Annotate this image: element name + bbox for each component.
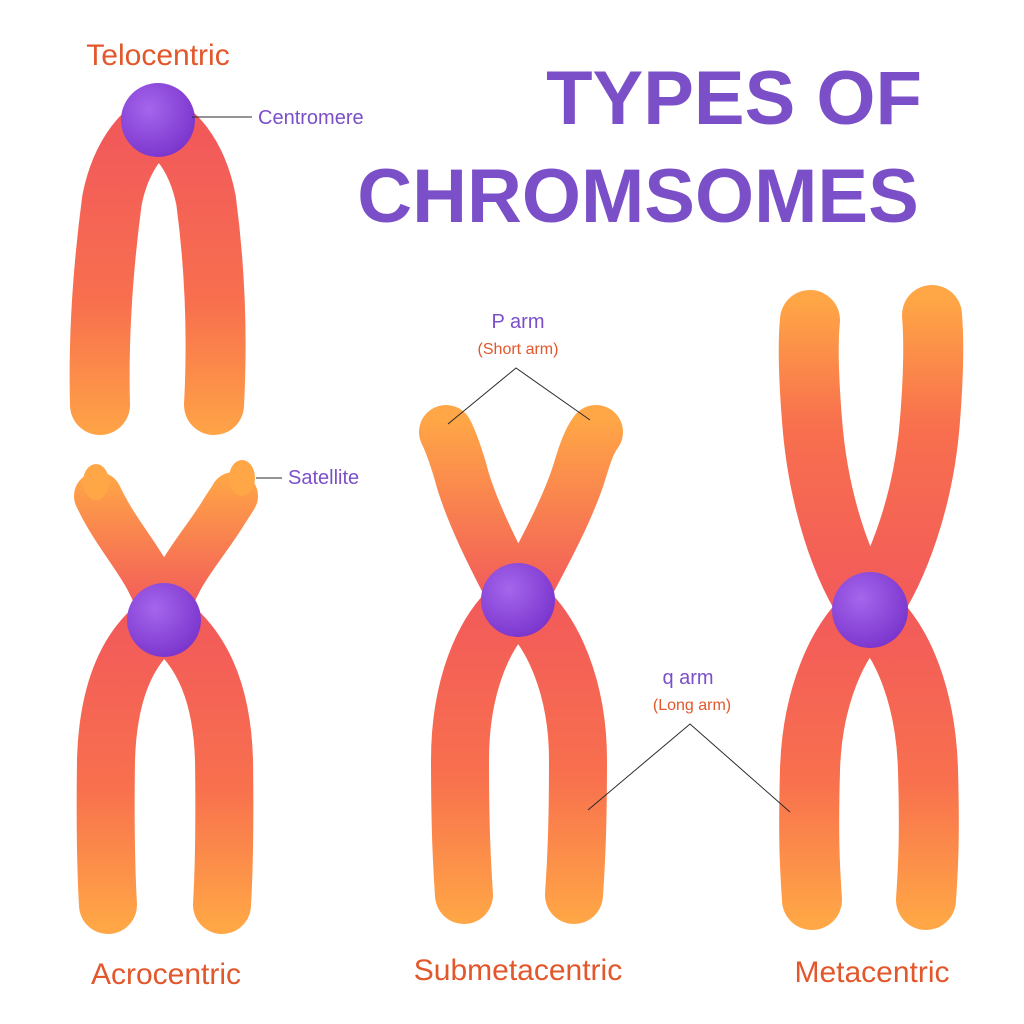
satellite-label: Satellite	[288, 467, 359, 489]
satellite-left	[83, 464, 109, 500]
p-arm-label: P arm	[492, 311, 545, 333]
submetacentric-q-arm-right	[489, 573, 607, 924]
metacentric-q-arm-right	[840, 582, 959, 930]
acrocentric-label: Acrocentric	[91, 958, 241, 991]
acrocentric-q-arm-right	[135, 591, 254, 934]
submetacentric-centromere	[481, 563, 555, 637]
metacentric-p-arm-right	[840, 285, 964, 640]
telocentric-arms	[69, 95, 246, 435]
metacentric-chromosome	[778, 285, 964, 930]
submetacentric-q-arm-left	[431, 573, 547, 924]
title-line-1: TYPES OF	[546, 56, 922, 141]
title-line-2: CHROMSOMES	[357, 154, 919, 239]
acrocentric-q-arm-left	[76, 591, 193, 934]
acrocentric-centromere	[127, 583, 201, 657]
metacentric-label: Metacentric	[794, 956, 949, 989]
satellite-right	[229, 460, 255, 496]
p-arm-leader-lines	[447, 367, 591, 425]
submetacentric-label: Submetacentric	[414, 954, 622, 987]
q-arm-sublabel: (Long arm)	[653, 697, 731, 714]
centromere-label: Centromere	[258, 107, 364, 129]
metacentric-q-arm-left	[779, 582, 900, 930]
q-arm-label: q arm	[662, 667, 713, 689]
metacentric-p-arm-left	[778, 290, 900, 640]
telocentric-chromosome	[69, 83, 246, 435]
q-arm-leader-lines	[587, 723, 791, 813]
metacentric-centromere	[832, 572, 908, 648]
submetacentric-chromosome	[419, 405, 623, 924]
telocentric-label: Telocentric	[86, 39, 229, 72]
telocentric-centromere	[121, 83, 195, 157]
acrocentric-chromosome	[74, 460, 258, 934]
p-arm-sublabel: (Short arm)	[478, 341, 559, 358]
